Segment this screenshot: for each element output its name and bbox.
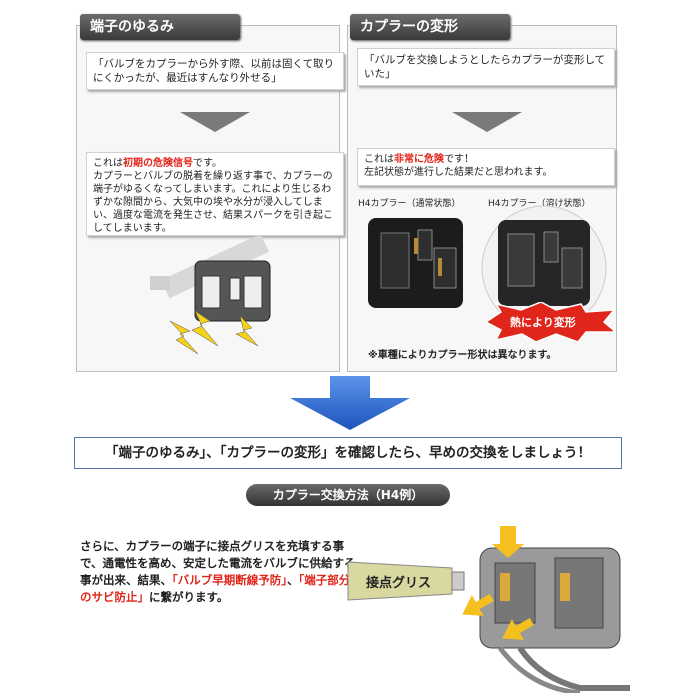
heat-label: 熱により変形: [510, 316, 576, 329]
coupler-grease-illustration: [462, 526, 630, 693]
grease-tube: [347, 561, 465, 601]
loose-coupler-illustration: [150, 236, 271, 355]
call-to-action-banner: 「端子のゆるみ」、「カプラーの変形」を確認したら、早めの交換をしましょう！: [74, 437, 622, 469]
method-title-pill: カプラー交換方法（H4例）: [246, 484, 450, 506]
left-quote: 「バルブをカプラーから外す際、以前は固くて取りにくかったが、最近はすんなり外せる…: [86, 52, 344, 90]
normal-coupler-photo: [368, 218, 463, 308]
grease-label: 接点グリス: [366, 576, 432, 591]
bottom-highlight-1: 「バルブ早期断線予防」: [172, 573, 287, 587]
bottom-text-end: に繋がります。: [149, 590, 229, 604]
right-note: これは非常に危険です！ 左記状態が進行した結果だと思われます。: [357, 148, 615, 186]
left-note-suffix: です。: [193, 158, 222, 169]
melted-coupler-photo: [481, 205, 607, 331]
left-note-body: カプラーとバルブの脱着を繰り返す事で、カプラーの端子がゆるくなってしまいます。こ…: [93, 171, 333, 234]
left-panel-title: 端子のゆるみ: [80, 14, 240, 40]
down-arrow-left: [180, 112, 250, 132]
down-arrow-right: [452, 112, 522, 132]
coupler-footnote: ※車種によりカプラー形状は異なります。: [368, 350, 557, 361]
bottom-description: さらに、カプラーの端子に接点グリスを充填する事で、通電性を高め、安定した電流をバ…: [80, 538, 360, 606]
label-normal-coupler: H4カプラー（通常状態）: [358, 199, 461, 209]
bottom-text-plain: さらに、カプラーの端子に接点グリスを充填する事で、通電性を高め、安定した電流をバ…: [80, 539, 356, 587]
left-note-prefix: これは: [93, 158, 123, 169]
right-note-body: 左記状態が進行した結果だと思われます。: [364, 167, 553, 178]
big-down-arrow: [290, 376, 410, 430]
right-note-highlight: 非常に危険: [394, 154, 444, 165]
right-note-prefix: これは: [364, 154, 394, 165]
right-note-suffix: です！: [444, 154, 474, 165]
right-panel-title: カプラーの変形: [350, 14, 510, 40]
label-melted-coupler: H4カプラー（溶け状態）: [488, 199, 591, 209]
heat-burst: [486, 302, 616, 342]
bottom-separator: 、: [287, 573, 299, 587]
left-note-highlight: 初期の危険信号: [123, 158, 193, 169]
left-note: これは初期の危険信号です。 カプラーとバルブの脱着を繰り返す事で、カプラーの端子…: [86, 152, 344, 236]
right-quote: 「バルブを交換しようとしたらカプラーが変形していた」: [357, 48, 615, 86]
bottom-highlight-2: 「端子部分のサビ防止」: [80, 573, 351, 604]
